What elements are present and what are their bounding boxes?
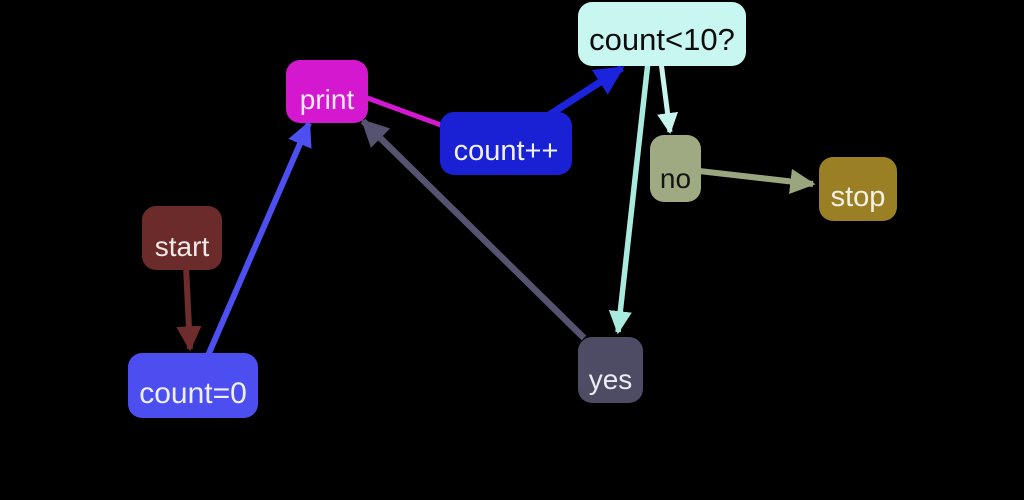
edge-no-to-stop [698,168,816,194]
node-label-count-plus-plus: count++ [453,134,559,167]
node-print[interactable]: print [286,60,368,123]
node-label-yes: yes [588,363,633,395]
node-stop[interactable]: stop [819,157,897,221]
node-label-stop: stop [830,180,886,213]
node-no[interactable]: no [650,135,701,202]
node-label-count-eq-0: count=0 [139,376,247,410]
edge-count-plus-plus-to-count-lt-10 [544,65,625,120]
node-count-plus-plus[interactable]: count++ [440,112,572,175]
node-label-print: print [299,83,355,115]
edge-count-lt-10-to-yes [608,61,651,335]
edge-count-lt-10-to-no [657,61,679,135]
node-label-count-lt-10: count<10? [589,22,735,58]
node-start[interactable]: start [142,206,222,270]
edge-yes-to-print [360,118,587,341]
node-yes[interactable]: yes [578,337,643,403]
node-count-lt-10[interactable]: count<10? [578,2,746,66]
node-label-no: no [659,162,692,194]
edge-start-to-count-eq-0 [176,265,202,352]
node-count-eq-0[interactable]: count=0 [128,353,258,418]
node-label-start: start [154,230,210,262]
edge-count-eq-0-to-print [203,120,312,362]
